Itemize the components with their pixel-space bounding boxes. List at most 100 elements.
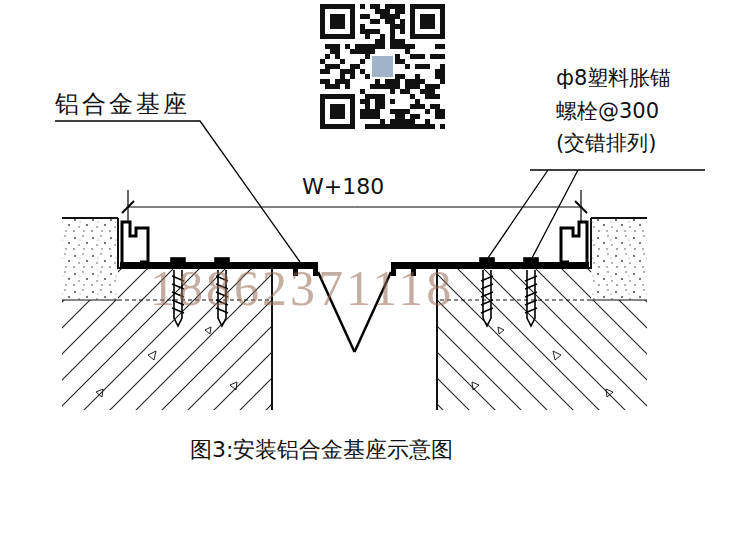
- qr-module: [410, 29, 415, 34]
- qr-module: [375, 94, 380, 99]
- qr-module: [380, 99, 385, 104]
- qr-module: [425, 124, 430, 129]
- qr-module: [400, 59, 405, 64]
- qr-module: [370, 84, 375, 89]
- qr-module: [360, 49, 365, 54]
- qr-module: [430, 89, 435, 94]
- qr-module: [440, 19, 445, 24]
- qr-module: [350, 119, 355, 124]
- qr-module: [425, 64, 430, 69]
- qr-module: [390, 19, 395, 24]
- qr-module: [345, 94, 350, 99]
- qr-module: [415, 4, 420, 9]
- qr-module: [400, 19, 405, 24]
- qr-module: [425, 19, 430, 24]
- qr-module: [365, 14, 370, 19]
- qr-module: [405, 49, 410, 54]
- qr-module: [365, 44, 370, 49]
- qr-module: [345, 4, 350, 9]
- qr-module: [380, 94, 385, 99]
- qr-module: [345, 69, 350, 74]
- qr-module: [370, 49, 375, 54]
- qr-module: [425, 14, 430, 19]
- qr-module: [395, 109, 400, 114]
- qr-module: [375, 124, 380, 129]
- qr-module: [325, 44, 330, 49]
- qr-module: [350, 9, 355, 14]
- qr-module: [440, 124, 445, 129]
- qr-module: [360, 69, 365, 74]
- qr-module: [360, 114, 365, 119]
- layer-line: [62, 299, 118, 300]
- qr-module: [335, 114, 340, 119]
- qr-module: [395, 44, 400, 49]
- qr-module: [420, 14, 425, 19]
- qr-module: [330, 49, 335, 54]
- qr-module: [340, 124, 345, 129]
- qr-module: [400, 44, 405, 49]
- qr-module: [360, 29, 365, 34]
- qr-module: [320, 19, 325, 24]
- qr-module: [370, 94, 375, 99]
- qr-module: [340, 24, 345, 29]
- qr-module: [325, 84, 330, 89]
- qr-module: [330, 44, 335, 49]
- qr-module: [430, 124, 435, 129]
- qr-module: [320, 124, 325, 129]
- qr-module: [440, 79, 445, 84]
- qr-module: [435, 84, 440, 89]
- qr-module: [410, 34, 415, 39]
- qr-module: [340, 69, 345, 74]
- qr-module: [440, 74, 445, 79]
- qr-module: [350, 24, 355, 29]
- qr-module: [365, 124, 370, 129]
- qr-module: [365, 94, 370, 99]
- qr-module: [440, 24, 445, 29]
- qr-module: [395, 119, 400, 124]
- qr-module: [385, 124, 390, 129]
- qr-module: [390, 39, 395, 44]
- qr-module: [395, 54, 400, 59]
- qr-module: [350, 74, 355, 79]
- qr-module: [330, 34, 335, 39]
- qr-module: [360, 24, 365, 29]
- qr-module: [415, 64, 420, 69]
- qr-module: [410, 104, 415, 109]
- qr-module: [370, 29, 375, 34]
- qr-module: [345, 84, 350, 89]
- qr-module: [375, 4, 380, 9]
- qr-module: [320, 109, 325, 114]
- qr-module: [395, 59, 400, 64]
- qr-module: [390, 14, 395, 19]
- qr-module: [385, 79, 390, 84]
- qr-module: [390, 84, 395, 89]
- qr-module: [340, 4, 345, 9]
- qr-module: [380, 34, 385, 39]
- qr-module: [405, 44, 410, 49]
- qr-module: [395, 24, 400, 29]
- qr-module: [330, 14, 335, 19]
- qr-module: [440, 114, 445, 119]
- qr-module: [350, 104, 355, 109]
- qr-module: [420, 4, 425, 9]
- qr-module: [390, 99, 395, 104]
- qr-module: [325, 34, 330, 39]
- qr-module: [405, 124, 410, 129]
- qr-module: [375, 84, 380, 89]
- qr-module: [335, 14, 340, 19]
- watermark: 18862371118: [150, 258, 454, 318]
- concrete-fill: [62, 218, 118, 300]
- qr-module: [410, 44, 415, 49]
- qr-module: [380, 44, 385, 49]
- qr-module: [375, 114, 380, 119]
- qr-module: [395, 84, 400, 89]
- qr-module: [430, 24, 435, 29]
- qr-module: [365, 29, 370, 34]
- qr-module: [365, 54, 370, 59]
- qr-module: [390, 44, 395, 49]
- qr-module: [335, 34, 340, 39]
- qr-module: [365, 74, 370, 79]
- qr-module: [350, 64, 355, 69]
- qr-module: [375, 109, 380, 114]
- qr-module: [320, 119, 325, 124]
